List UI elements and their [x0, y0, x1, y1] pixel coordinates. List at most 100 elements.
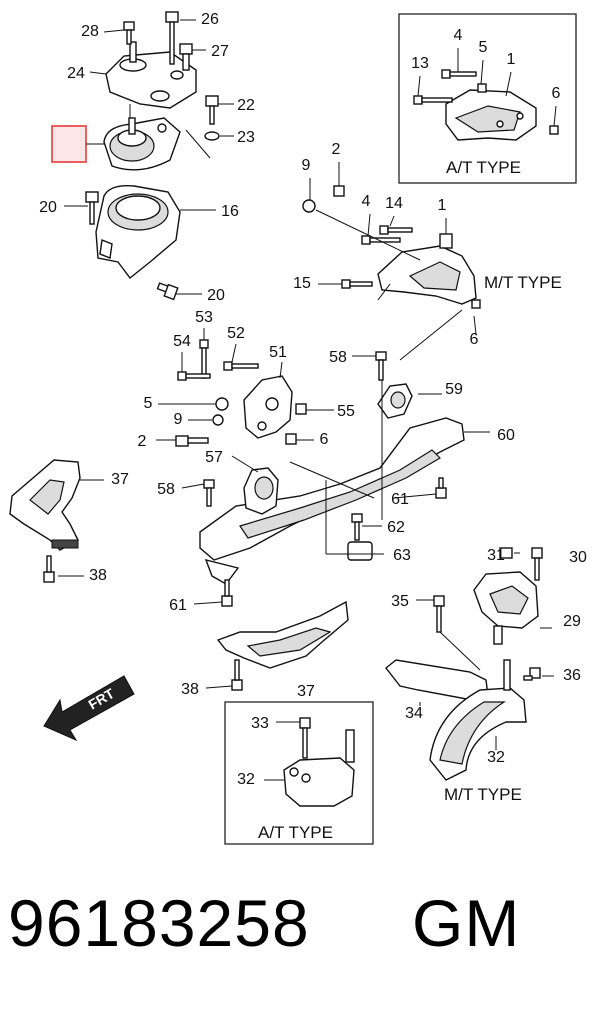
at-bracket-32 — [283, 729, 355, 807]
part-number: 96183258 — [8, 886, 310, 960]
callout-c35: 35 — [391, 593, 409, 610]
caption-mt-type-mid: M/T TYPE — [484, 273, 562, 292]
callout-a1: 1 — [507, 51, 516, 68]
mount-bracket-51 — [243, 375, 293, 439]
callout-c9b: 9 — [174, 411, 183, 428]
bolt-62 — [351, 513, 363, 541]
callout-c16: 16 — [221, 203, 239, 220]
nut-27 — [179, 43, 193, 71]
highlight-box-21 — [51, 125, 87, 163]
bolt-36 — [523, 667, 541, 681]
callout-c57: 57 — [205, 449, 223, 466]
callout-leaders — [58, 19, 437, 723]
callout-c60: 60 — [497, 427, 515, 444]
callout-c54: 54 — [173, 333, 191, 350]
callout-c20a: 20 — [39, 199, 57, 216]
nut-55 — [295, 403, 307, 415]
mt-bracket-32 — [429, 659, 527, 781]
callout-c38b: 38 — [181, 681, 199, 698]
brand-name: GM — [412, 886, 521, 960]
callout-c58b: 58 — [157, 481, 175, 498]
bolt-9 — [302, 199, 316, 213]
damper-63 — [347, 541, 373, 561]
callout-c55: 55 — [337, 403, 355, 420]
bolt-22 — [205, 95, 219, 125]
bolt-20-upper — [85, 191, 99, 225]
mt-mount-1 — [377, 233, 477, 305]
callout-c6b: 6 — [320, 431, 329, 448]
bolt-53 — [199, 339, 209, 379]
washer-5 — [215, 397, 229, 411]
part-footer: 96183258 GM — [0, 885, 600, 1005]
callout-c53: 53 — [195, 309, 213, 326]
at-bolt-4 — [441, 69, 477, 79]
bolt-2 — [175, 435, 209, 447]
nut-31 — [499, 547, 513, 559]
at-nut-5 — [477, 83, 487, 93]
caption-at-type-bottom: A/T TYPE — [258, 823, 333, 842]
callout-c33: 33 — [251, 715, 269, 732]
callout-c27: 27 — [211, 43, 229, 60]
callout-c34: 34 — [405, 705, 423, 722]
callout-c23: 23 — [237, 129, 255, 146]
callout-c61a: 61 — [391, 491, 409, 508]
bolt-38-lower — [231, 659, 243, 691]
callout-c24: 24 — [67, 65, 85, 82]
callout-c51: 51 — [269, 344, 287, 361]
callout-a6: 6 — [552, 85, 561, 102]
callout-c38a: 38 — [89, 567, 107, 584]
callout-c26: 26 — [201, 11, 219, 28]
washer-9 — [212, 414, 224, 426]
callout-c20b: 20 — [207, 287, 225, 304]
at-bolt-33 — [299, 717, 311, 759]
callout-c9a: 9 — [302, 157, 311, 174]
heat-shield-37-upper — [9, 459, 81, 551]
callout-c15: 15 — [293, 275, 311, 292]
bolt-15 — [341, 279, 373, 289]
callout-c6a: 6 — [470, 331, 479, 348]
callout-a5: 5 — [479, 39, 488, 56]
bolt-28 — [123, 21, 135, 45]
bolt-26 — [165, 11, 179, 65]
callout-c59: 59 — [445, 381, 463, 398]
callout-c32b: 32 — [237, 771, 255, 788]
bolt-35 — [433, 595, 445, 633]
callout-c31: 31 — [487, 547, 505, 564]
callout-a13: 13 — [411, 55, 429, 72]
callout-c2a: 2 — [332, 141, 341, 158]
front-arrow: FRT — [43, 675, 135, 742]
nut-6-mt — [471, 299, 481, 309]
callout-a4: 4 — [454, 27, 463, 44]
bolt-58-upper — [375, 351, 387, 381]
callout-c28: 28 — [81, 23, 99, 40]
mt-mount-29 — [473, 571, 539, 645]
callout-c36: 36 — [563, 667, 581, 684]
at-inset-callout-labels: 45 1 13 6 — [411, 27, 560, 102]
callout-c32a: 32 — [487, 749, 505, 766]
bolt-4-mt — [361, 235, 401, 245]
at-type-inset-bottom — [224, 701, 374, 845]
at-type-inset-top — [398, 13, 577, 184]
callout-c62: 62 — [387, 519, 405, 536]
at-bolt-13 — [413, 95, 453, 105]
caption-mt-type-bottom: M/T TYPE — [444, 785, 522, 804]
mount-bracket-24 — [105, 41, 197, 109]
callout-c29: 29 — [563, 613, 581, 630]
callout-c52: 52 — [227, 325, 245, 342]
at-nut-6 — [549, 125, 559, 135]
bolt-54 — [177, 371, 211, 381]
callout-c58a: 58 — [329, 349, 347, 366]
engine-mount-21 — [103, 117, 181, 171]
engine-mount-exploded-diagram: FRT — [9, 11, 587, 845]
callout-c1a: 1 — [438, 197, 447, 214]
at-mount-1 — [445, 89, 537, 141]
nut-2 — [333, 185, 345, 197]
nut-6 — [285, 433, 297, 445]
callout-c37b: 37 — [297, 683, 315, 700]
bolt-20-lower — [156, 282, 179, 301]
bolt-61-right — [435, 477, 447, 499]
bolt-52 — [223, 361, 259, 371]
callout-c4a: 4 — [362, 193, 371, 210]
bolt-61-left — [221, 579, 233, 607]
